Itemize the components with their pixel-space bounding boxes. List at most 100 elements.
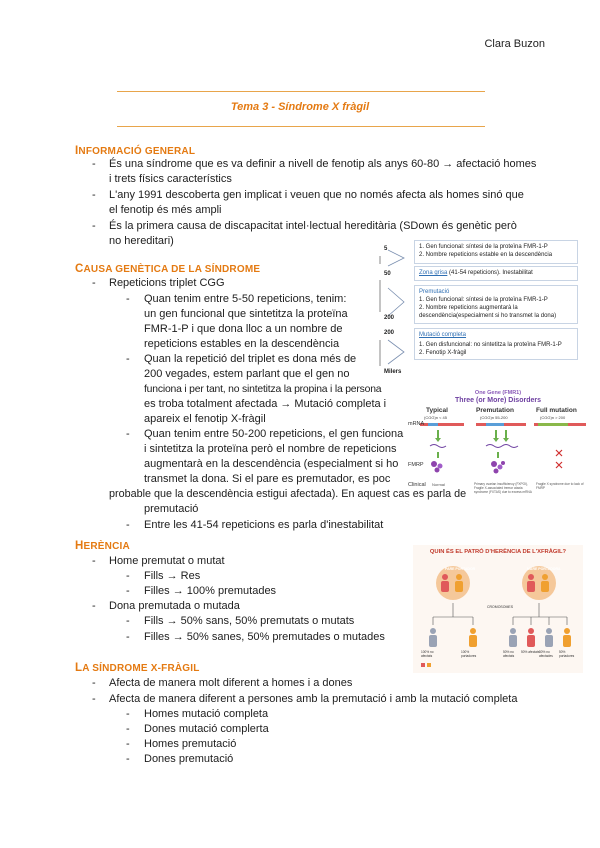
s4-sub-4: Dones premutació (144, 753, 234, 765)
column-full-mutation: Full mutation (536, 407, 577, 414)
section-heading-causa: Causa genètica de la síndrome (75, 263, 261, 275)
range-label: Milers (384, 369, 402, 375)
section-heading-herencia: Herència (75, 540, 130, 552)
s2-sub-b-line5: apareix el fenotip X-fràgil (144, 413, 266, 425)
offspring-caption: 50% afectats (521, 650, 540, 654)
box-line: 2. Fenotip X-fràgil (419, 350, 467, 356)
s2-sub-b-line3: funciona i per tant, no sintetitza la pr… (144, 384, 382, 395)
s2-sub-a-line3: FMR-1-P i que dona lloc a un nombre de (144, 323, 343, 335)
offspring-caption: 100% no afectats (421, 650, 434, 658)
s2-sub-c-line4: transmet la dona. Si el pare es premutad… (144, 473, 391, 485)
s3-sub-1b: Filles → 100% premutades (144, 585, 277, 597)
range-box-premutation: Premutació 1. Gen funcional: síntesi de … (414, 285, 578, 324)
sub-bullet-dash: - (126, 708, 130, 720)
s2-sub-c-line3: augmentarà en la descendència (especialm… (144, 458, 399, 470)
sub-bullet-dash: - (126, 738, 130, 750)
row-mrna: mRNA (408, 421, 425, 427)
s2-bullet1: Repeticions triplet CGG (109, 277, 225, 289)
range-label: 50 (384, 271, 391, 277)
offspring-caption: 50% no afectades (539, 650, 553, 658)
s2-sub-c-line2: i sintetitza la proteïna però el nombre … (144, 443, 397, 455)
gray-zone-label: Zona grisa (419, 270, 448, 276)
box-line: 1. Gen disfuncional: no sintetitza la pr… (419, 342, 562, 348)
range-label: 5 (384, 246, 388, 252)
s4-bullet2: Afecta de manera diferent a persones amb… (109, 693, 518, 705)
s2-sub-b-line1: Quan la repetició del triplet es dona mé… (144, 353, 357, 365)
s3-sub-2b: Filles → 50% sanes, 50% premutades o mut… (144, 631, 385, 643)
range-box-full-mutation: Mutació completa 1. Gen disfuncional: no… (414, 328, 578, 360)
inheritance-graphic (421, 566, 571, 667)
s2-sub-b-line4: es troba totalment afectada → Mutació co… (144, 398, 387, 410)
sub-bullet-dash: - (126, 631, 130, 643)
parent-father-label: PARE PORTADOR (445, 567, 476, 571)
sub-bullet-dash: - (126, 428, 130, 440)
s4-sub-2: Dones mutació complerta (144, 723, 269, 735)
clinical-premutation: Primary ovarian insufficiency (FXPOI), F… (474, 482, 532, 494)
range-label: 200 (384, 330, 395, 336)
section-heading-informacio: Informació general (75, 145, 196, 157)
sub-bullet-dash: - (126, 353, 130, 365)
range-box-gray-zone: Zona grisa (41-54 repeticions). Inestabi… (414, 266, 578, 281)
sub-bullet-dash: - (126, 753, 130, 765)
column-premutation-range: (CGG)n 55-200 (480, 415, 508, 420)
row-fmrp: FMRP (408, 462, 424, 468)
sub-bullet-dash: - (126, 723, 130, 735)
sub-bullet-dash: - (126, 293, 130, 305)
offspring-caption: 50% portadores (559, 650, 575, 658)
range-arrows-icon (379, 249, 405, 366)
s2-sub-a-line4: repeticions estables en la descendència (144, 338, 340, 350)
column-typical: Typical (426, 407, 448, 414)
bullet-dash: - (92, 555, 96, 567)
s3-bullet2: Dona premutada o mutada (109, 600, 240, 612)
clinical-normal: Normal (432, 482, 445, 487)
box-line: descendència(especialment si ho transmet… (419, 313, 557, 319)
s4-sub-3: Homes premutació (144, 738, 237, 750)
page-title: Tema 3 - Síndrome X fràgil (230, 101, 370, 113)
s2-sub-c-line5: probable que la descendència estigui afe… (109, 488, 467, 500)
s1-bullet2-line2: el fenotip és més ampli (109, 204, 222, 216)
repeat-ranges-figure: 5 50 200 200 Milers 1. Gen funcional: sí… (374, 240, 580, 388)
s2-sub-c-line1: Quan tenim entre 50-200 repeticions, el … (144, 428, 404, 440)
bullet-dash: - (92, 189, 96, 201)
box-line: 1. Gen funcional: síntesi de la proteïna… (419, 297, 548, 303)
s1-bullet3-line1: És la primera causa de discapacitat inte… (109, 220, 517, 232)
column-full-range: (CGG)n > 200 (540, 415, 566, 420)
bullet-dash: - (92, 277, 96, 289)
column-typical-range: (CGG)n < 45 (424, 415, 448, 420)
s3-sub-1a: Fills → Res (144, 570, 201, 582)
box-line: 1. Gen funcional: síntesi de la proteïna… (419, 244, 548, 250)
bullet-dash: - (92, 677, 96, 689)
parent-mother-label: MARE PORTADORA (527, 567, 561, 571)
s3-bullet1: Home premutat o mutat (109, 555, 225, 567)
clinical-full-mutation: Fragile X syndrome due to lack of FMRP (536, 482, 584, 490)
title-bottom-rule (117, 126, 485, 127)
box-line: 2. Nombre repeticions augmentarà la (419, 305, 518, 311)
box-line: 2. Nombre repeticions estable en la desc… (419, 252, 553, 258)
author-name: Clara Buzon (484, 38, 545, 50)
s1-bullet3-line2: no hereditari) (109, 235, 174, 247)
figure-subtitle: Three (or More) Disorders (455, 397, 541, 404)
box-title: Mutació completa (419, 332, 467, 338)
fmr1-disorders-figure: One Gene (FMR1) Three (or More) Disorder… (408, 390, 588, 508)
row-clinical: Clinical (408, 482, 426, 488)
range-box-normal: 1. Gen funcional: síntesi de la proteïna… (414, 240, 578, 264)
chromosomes-label: CROMOSOMES (487, 605, 514, 609)
inheritance-pattern-figure: QUIN ÉS EL PATRÓ D'HERÈNCIA DE L'XFRÀGIL… (413, 545, 583, 673)
range-label: 200 (384, 315, 395, 321)
section-heading-sindrome: La síndrome X-Fràgil (75, 662, 200, 674)
sub-bullet-dash: - (126, 570, 130, 582)
s1-bullet2-line1: L'any 1991 descoberta gen implicat i veu… (109, 189, 524, 201)
offspring-caption: 100% portadores (461, 650, 477, 658)
s4-bullet1: Afecta de manera molt diferent a homes i… (109, 677, 353, 689)
gray-zone-text: (41-54 repeticions). Inestabilitat (447, 270, 533, 276)
sub-bullet-dash: - (126, 615, 130, 627)
bullet-dash: - (92, 693, 96, 705)
title-top-rule (117, 91, 485, 92)
column-premutation: Premutation (476, 407, 514, 414)
figure-title: One Gene (FMR1) (474, 390, 522, 396)
s2-sub-a-line2: un gen funcional que sintetitza la prote… (144, 308, 348, 320)
sub-bullet-dash: - (126, 585, 130, 597)
s4-sub-1: Homes mutació completa (144, 708, 269, 720)
bullet-dash: - (92, 600, 96, 612)
sub-bullet-dash: - (126, 519, 130, 531)
